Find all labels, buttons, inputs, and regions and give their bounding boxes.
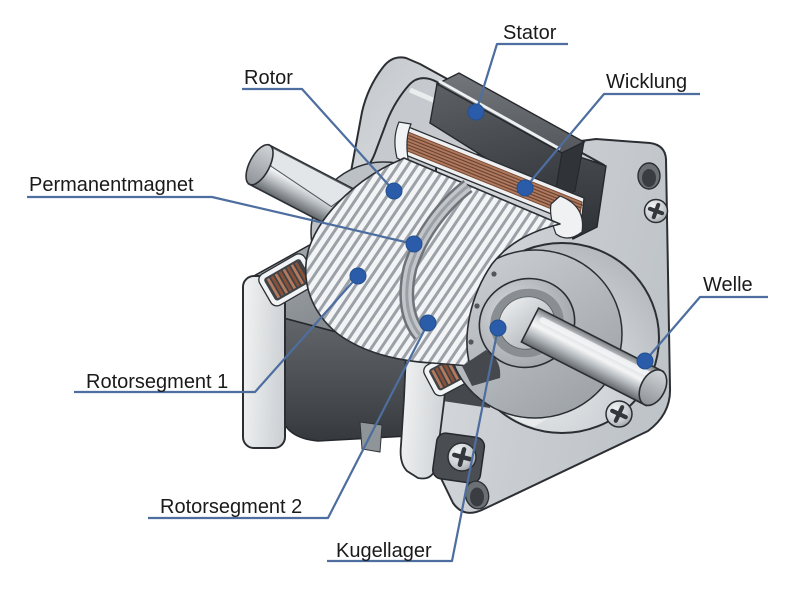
corner-hole-bottom-inner bbox=[470, 487, 484, 507]
label-kugellager: Kugellager bbox=[336, 540, 432, 562]
labels: Stator Wicklung Rotor Permanentmagnet We… bbox=[29, 22, 753, 562]
label-stator: Stator bbox=[503, 22, 557, 44]
winding-right-flange bbox=[549, 195, 584, 239]
bearing-shadow-notch bbox=[462, 350, 501, 386]
dot-permanentmagnet bbox=[405, 235, 423, 253]
stator-right-face bbox=[553, 140, 585, 203]
motor-illustration bbox=[242, 56, 672, 514]
dot-rotor bbox=[385, 182, 403, 200]
disc-hole bbox=[468, 339, 474, 345]
coil-window-left bbox=[258, 253, 318, 307]
leader-kugellager bbox=[327, 327, 500, 563]
dot-welle bbox=[636, 352, 654, 370]
leader-welle bbox=[644, 295, 768, 362]
leader-rotorsegment-1 bbox=[74, 275, 359, 394]
label-rotor: Rotor bbox=[244, 67, 293, 89]
dot-rotorsegment-2 bbox=[419, 314, 437, 332]
disc-hole bbox=[474, 303, 480, 309]
winding-band bbox=[394, 121, 585, 239]
rotor-teeth bbox=[305, 157, 561, 367]
screw-bottom-left bbox=[447, 442, 477, 472]
label-welle: Welle bbox=[703, 274, 753, 296]
dot-rotorsegment-1 bbox=[349, 267, 367, 285]
screw-top-right bbox=[643, 198, 669, 224]
dot-wicklung bbox=[516, 179, 534, 197]
leader-rotorsegment-2 bbox=[148, 322, 429, 520]
screw-bottom-right bbox=[605, 400, 633, 428]
housing-top bbox=[349, 56, 605, 178]
leader-wicklung bbox=[524, 92, 700, 189]
leader-rotor bbox=[242, 87, 395, 192]
label-wicklung: Wicklung bbox=[606, 71, 687, 93]
dot-stator bbox=[467, 103, 485, 121]
stator-top-white-edge bbox=[438, 79, 561, 151]
dot-kugellager bbox=[489, 319, 507, 337]
leader-stator bbox=[474, 42, 568, 113]
label-rotorsegment-2: Rotorsegment 2 bbox=[160, 496, 302, 518]
leader-lines bbox=[27, 42, 768, 563]
front-shaft bbox=[520, 306, 668, 407]
leader-permanentmagnet bbox=[27, 195, 415, 246]
label-rotorsegment-1: Rotorsegment 1 bbox=[86, 371, 228, 393]
disc-hole bbox=[491, 271, 497, 277]
permanent-magnet-ring bbox=[399, 180, 473, 340]
label-permanentmagnet: Permanentmagnet bbox=[29, 174, 194, 196]
corner-hole-top-right-inner bbox=[642, 169, 656, 187]
leader-dots bbox=[349, 103, 654, 370]
